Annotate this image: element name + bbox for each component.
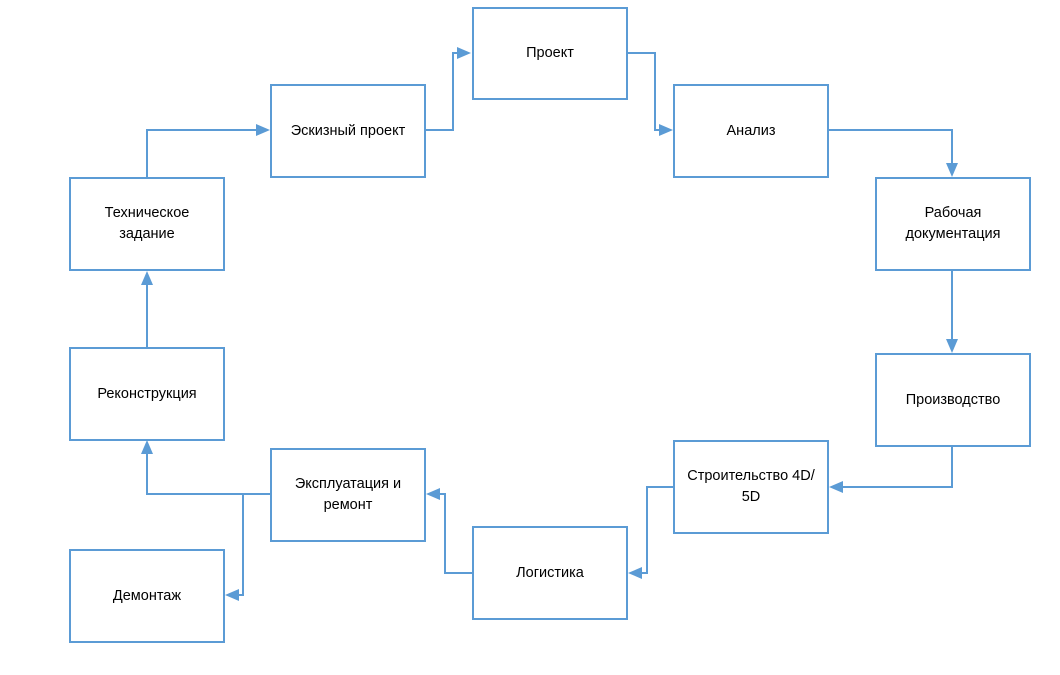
connector-proekt-to-analiz [628, 52, 661, 131]
connector-ekspluataciya-to-rekonstrukciya [146, 452, 271, 495]
node-label: Техническое задание [104, 205, 190, 242]
connector-eskizny-to-proekt [426, 52, 459, 131]
arrowhead-proizvodstvo [946, 339, 958, 353]
arrowhead-tekh-zadanie [141, 271, 153, 285]
node-rekonstrukciya: Реконструкция [69, 347, 225, 441]
node-proekt: Проект [472, 7, 628, 100]
node-tekh-zadanie: Техническое задание [69, 177, 225, 271]
arrowhead-ekspluataciya [426, 488, 440, 500]
connector-logistika-to-ekspluataciya [438, 493, 472, 574]
node-stroitelstvo: Строительство 4D/ 5D [673, 440, 829, 534]
node-analiz: Анализ [673, 84, 829, 178]
node-label: Рабочая документация [905, 205, 1001, 242]
node-demontazh: Демонтаж [69, 549, 225, 643]
node-ekspluataciya-i-remont: Эксплуатация и ремонт [270, 448, 426, 542]
arrowhead-analiz [659, 124, 673, 136]
node-logistika: Логистика [472, 526, 628, 620]
node-label: Логистика [516, 564, 584, 581]
node-label: Проект [526, 45, 574, 61]
node-label: Реконструкция [97, 385, 197, 402]
node-label: Строительство 4D/ 5D [687, 468, 815, 505]
connector-ekspluataciya-to-demontazh [237, 493, 271, 596]
node-label: Эксплуатация и ремонт [294, 476, 402, 513]
connector-analiz-to-rabochaya-dok [829, 129, 953, 165]
node-rabochaya-dokumentaciya: Рабочая документация [875, 177, 1031, 271]
arrowhead-demontazh [225, 589, 239, 601]
node-label: Эскизный проект [290, 122, 406, 139]
arrowhead-proekt [457, 47, 471, 59]
node-label: Демонтаж [112, 587, 182, 604]
connector-tekh-zadanie-to-eskizny [146, 129, 258, 177]
arrowhead-rekonstrukciya [141, 440, 153, 454]
node-proizvodstvo: Производство [875, 353, 1031, 447]
node-label: Производство [905, 391, 1001, 408]
arrowhead-logistika [628, 567, 642, 579]
node-label: Анализ [726, 122, 776, 139]
arrowhead-rabochaya-dok [946, 163, 958, 177]
arrowhead-eskizny [256, 124, 270, 136]
arrowhead-stroitelstvo [829, 481, 843, 493]
node-eskizny-proekt: Эскизный проект [270, 84, 426, 178]
connector-proizvodstvo-to-stroitelstvo [841, 446, 953, 488]
connector-stroitelstvo-to-logistika [640, 486, 673, 574]
